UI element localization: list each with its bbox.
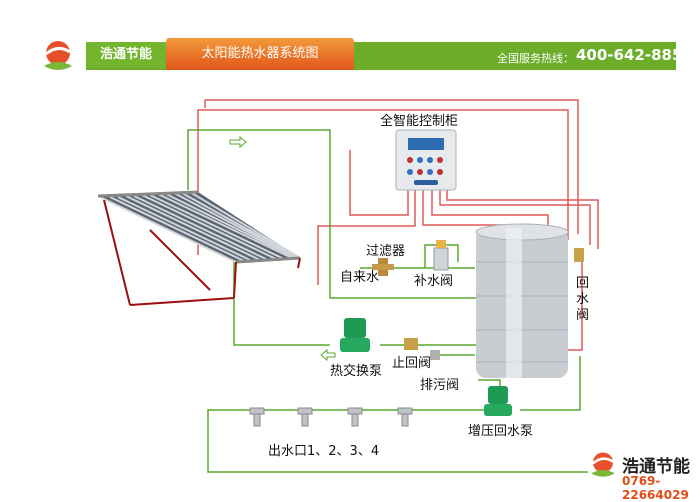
return-valve-label-3: 阀 — [576, 308, 590, 323]
return-valve-label-2: 水 — [576, 292, 590, 307]
drain-valve-label: 排污阀 — [420, 378, 460, 393]
fill-valve-label: 补水阀 — [414, 274, 454, 289]
footer-phone: 0769-22664029 — [622, 474, 689, 502]
page-title: 太阳能热水器系统图 — [166, 38, 354, 70]
solar-collector — [97, 190, 301, 306]
control-cabinet — [395, 129, 457, 191]
control-cabinet-label: 全智能控制柜 — [380, 114, 459, 129]
check-valve-label: 止回阀 — [392, 356, 432, 371]
hotline-number: 400-642-8850 — [576, 46, 693, 64]
outlets-label: 出水口1、2、3、4 — [268, 444, 380, 459]
booster-pump-icon — [484, 386, 512, 416]
storage-tank — [475, 223, 569, 378]
system-diagram — [97, 99, 599, 473]
brand-logo-icon — [44, 41, 72, 70]
tap-water-label: 自来水 — [340, 270, 380, 285]
outlet-taps — [249, 407, 413, 427]
check-valve — [404, 338, 418, 350]
drain-valve — [430, 350, 440, 360]
header: 浩通节能 太阳能热水器系统图 全国服务热线： 400-642-8850 — [0, 0, 700, 78]
red-pipes — [197, 99, 599, 351]
booster-pump-label: 增压回水泵 — [468, 424, 534, 439]
hotline-label: 全国服务热线： — [497, 52, 574, 65]
return-valve-label-1: 回 — [576, 276, 590, 291]
filter-valve — [372, 258, 394, 276]
return-valve — [574, 248, 584, 262]
brand-tab: 浩通节能 — [86, 42, 166, 68]
footer-logo-icon — [591, 452, 615, 477]
fill-valve — [433, 240, 449, 271]
filter-label: 过滤器 — [366, 244, 406, 259]
heat-exchange-pump-label: 热交换泵 — [330, 364, 383, 379]
flow-arrow-icon — [320, 348, 336, 362]
flow-arrow-icon — [229, 135, 247, 149]
heat-exchange-pump-icon — [340, 318, 370, 352]
footer-brand: 浩通节能 — [622, 457, 690, 477]
